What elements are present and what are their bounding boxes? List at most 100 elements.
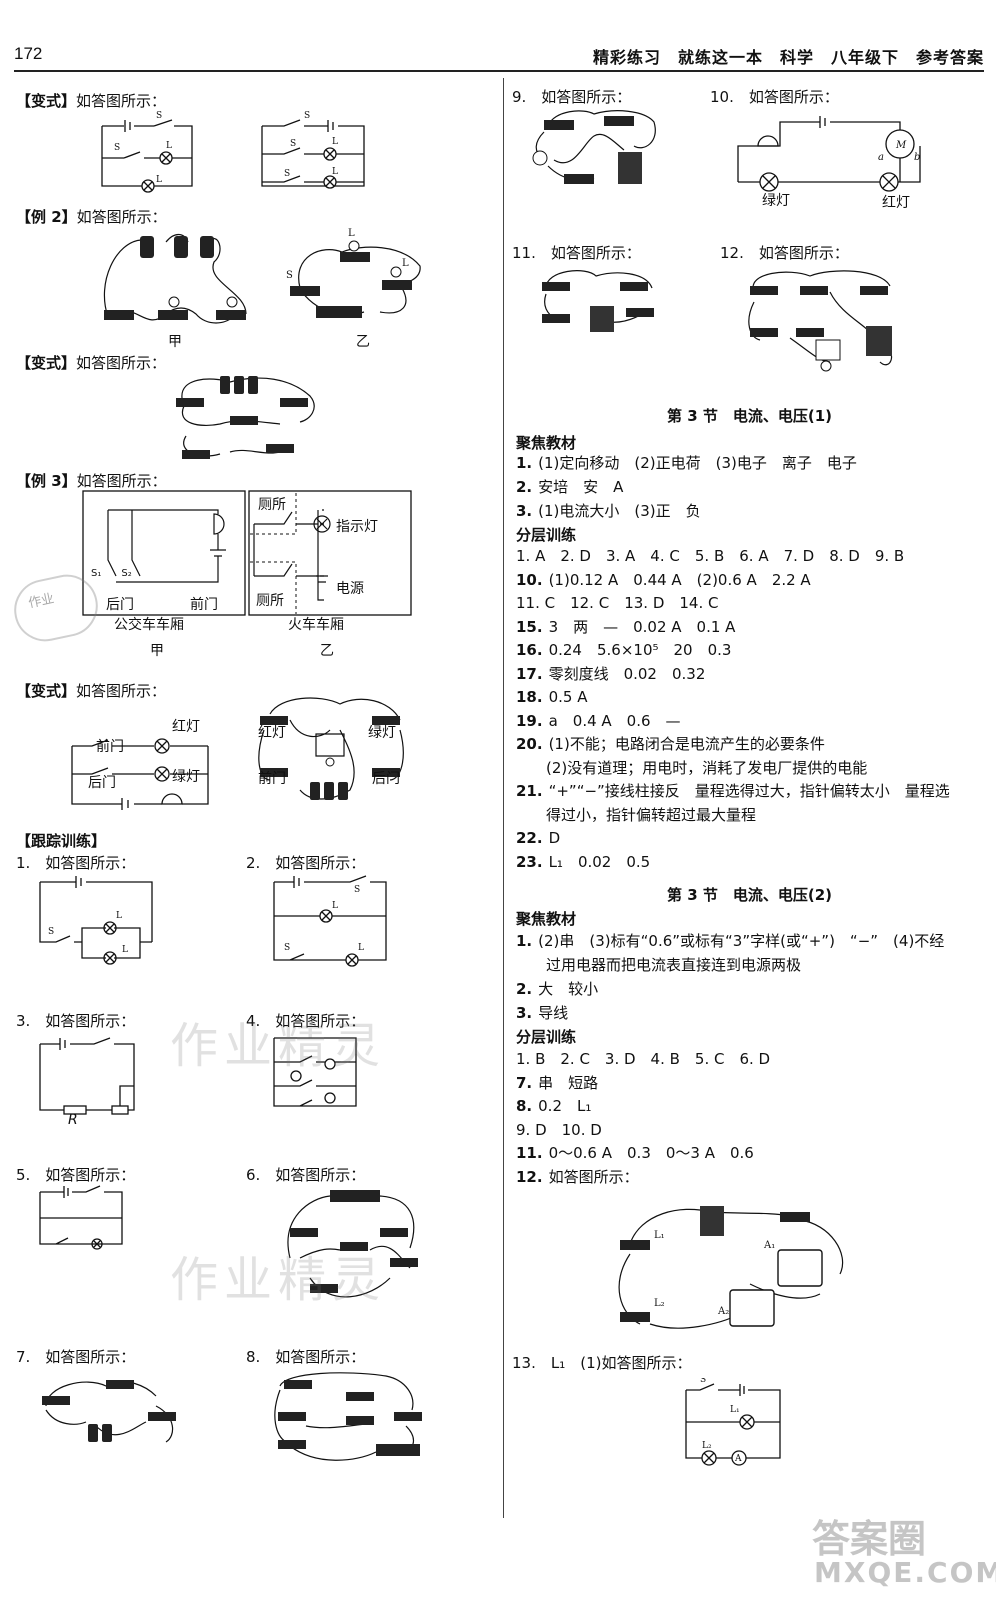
svg-text:L: L xyxy=(332,901,338,911)
answer-text: 过用电器而把电流表直接连到电源两极 xyxy=(516,956,802,974)
svg-text:S: S xyxy=(304,111,310,121)
section-2-layer-title: 分层训练 xyxy=(516,1028,577,1046)
li3-s-labels: S₁ S₂ xyxy=(91,568,132,579)
answer-line: 过用电器而把电流表直接连到电源两极 xyxy=(516,954,801,976)
answer-text: 3 两 — 0.02 A 0.1 A xyxy=(548,617,736,636)
li3-caption-yi: 乙 xyxy=(320,643,334,659)
answer-text: 安培 安 A xyxy=(538,478,624,496)
column-divider xyxy=(503,78,504,1518)
answer-line: 12.如答图所示： xyxy=(516,1166,639,1188)
q9-figure xyxy=(524,102,664,192)
q5-circuit xyxy=(36,1184,126,1254)
section-1-focus-title: 聚焦教材 xyxy=(516,434,577,452)
svg-text:M: M xyxy=(895,140,907,151)
svg-text:S: S xyxy=(114,143,120,153)
answer-line: 15.3 两 — 0.02 A 0.1 A xyxy=(516,616,735,638)
q11-label: 11. 如答图所示： xyxy=(512,244,641,262)
answer-text: a 0.4 A 0.6 — xyxy=(548,711,681,730)
answer-text: 串 短路 xyxy=(538,1073,599,1092)
answer-line: 19.a 0.4 A 0.6 — xyxy=(516,710,681,732)
answer-line: 1.(1)定向移动 (2)正电荷 (3)电子 离子 电子 xyxy=(516,452,857,474)
bianshi-3-label: 【变式】如答图所示： xyxy=(16,682,167,700)
answer-number: 3. xyxy=(516,1004,533,1022)
bianshi-3-hongdeng: 红灯 xyxy=(172,719,200,735)
answer-text: 0.24 5.6×10⁵ 20 0.3 xyxy=(548,641,732,659)
q8-figure xyxy=(266,1366,436,1466)
svg-text:S: S xyxy=(284,169,290,179)
svg-text:S: S xyxy=(286,270,293,281)
answer-text: “+”“−”接线柱接反 量程选得过大，指针偏转太小 量程选 xyxy=(548,782,950,800)
svg-text:S: S xyxy=(156,111,162,121)
svg-text:L: L xyxy=(332,167,338,177)
answer-text: D xyxy=(548,829,561,847)
answer-text: (1)定向移动 (2)正电荷 (3)电子 离子 电子 xyxy=(538,454,857,472)
q7-figure xyxy=(36,1366,186,1462)
answer-number: 21. xyxy=(516,782,543,800)
bianshi-3-qianmen: 前门 xyxy=(96,739,124,755)
answer-line: 1. A 2. D 3. A 4. C 5. B 6. A 7. D 8. D … xyxy=(516,545,904,567)
site-logo-watermark: 答案圈 MXQE.COM xyxy=(812,1517,996,1589)
li3-qianmen: 前门 xyxy=(190,597,218,613)
answer-line: 11. 0～0.6 A 0.3 0～3 A 0.6 xyxy=(516,1142,754,1164)
answer-text: (1)0.12 A 0.44 A (2)0.6 A 2.2 A xyxy=(548,570,811,589)
li2-figure-jia xyxy=(96,222,266,332)
q12-figure xyxy=(740,262,910,378)
bianshi-3-physical xyxy=(250,690,410,810)
li3-cesuo-1: 厕所 xyxy=(258,497,286,513)
answer-text: (1)不能；电路闭合是电流产生的必要条件 xyxy=(548,735,825,753)
svg-text:S: S xyxy=(290,139,296,149)
q13-label: 13. L₁ (1)如答图所示： xyxy=(512,1354,692,1372)
svg-text:S: S xyxy=(284,943,290,953)
answer-line: 7.串 短路 xyxy=(516,1072,598,1094)
q4-label: 4. 如答图所示： xyxy=(246,1012,366,1030)
q6-figure xyxy=(270,1188,430,1308)
svg-text:L: L xyxy=(348,228,355,239)
li3-label: 【例 3】如答图所示： xyxy=(16,472,167,490)
answer-number: 20. xyxy=(516,735,543,753)
bianshi-3-hongdeng-2: 红灯 xyxy=(258,725,286,741)
q10-lvdeng: 绿灯 xyxy=(762,193,790,209)
q11-figure xyxy=(536,262,660,338)
answer-line: 17.零刻度线 0.02 0.32 xyxy=(516,663,705,685)
li3-houmen: 后门 xyxy=(106,597,134,613)
answer-line: 1.(2)串 (3)标有“0.6”或标有“3”字样(或“+”) “−” (4)不… xyxy=(516,930,944,952)
answer-number: 3. xyxy=(516,502,533,520)
li2-caption-yi: 乙 xyxy=(356,334,370,350)
q2-circuit: S L S L xyxy=(270,872,390,972)
bianshi-3-houmen: 后门 xyxy=(88,775,116,791)
svg-text:L: L xyxy=(116,911,122,921)
answer-number: 2. xyxy=(516,980,533,998)
svg-text:L₂: L₂ xyxy=(702,1441,712,1451)
page-header: 172 精彩练习 就练这一本 科学 八年级下 参考答案 xyxy=(0,0,996,72)
li2-caption-jia: 甲 xyxy=(168,334,182,350)
svg-text:S: S xyxy=(354,885,360,895)
answer-text: 大 较小 xyxy=(538,980,599,998)
bianshi-3-qianmen-2: 前门 xyxy=(258,771,286,787)
answer-number: 11. xyxy=(516,1144,543,1162)
answer-line: 得过小，指针偏转超过最大量程 xyxy=(516,804,756,826)
answer-line: 18.0.5 A xyxy=(516,686,587,708)
answer-line: 16.0.24 5.6×10⁵ 20 0.3 xyxy=(516,639,731,661)
header-title: 精彩练习 就练这一本 科学 八年级下 参考答案 xyxy=(592,48,984,67)
bianshi-3-circuit xyxy=(62,710,212,814)
li2-label: 【例 2】如答图所示： xyxy=(16,208,167,226)
bianshi-2-figure xyxy=(170,368,330,464)
answer-number: 22. xyxy=(516,829,543,847)
answer-number: 1. xyxy=(516,932,533,950)
answer-text: L₁ 0.02 0.5 xyxy=(548,852,651,871)
answer-text: 0～0.6 A 0.3 0～3 A 0.6 xyxy=(548,1144,754,1162)
svg-text:A: A xyxy=(734,1454,742,1464)
answer-line: 3.(1)电流大小 (3)正 负 xyxy=(516,500,701,522)
q1-label: 1. 如答图所示： xyxy=(16,854,136,872)
q6-label: 6. 如答图所示： xyxy=(246,1166,366,1184)
bianshi-1-label: 【变式】如答图所示： xyxy=(16,92,167,110)
answer-number: 17. xyxy=(516,664,543,683)
watermark-1: 作业精灵 xyxy=(170,1018,387,1074)
answer-text: 9. D 10. D xyxy=(516,1120,602,1139)
svg-text:L: L xyxy=(358,943,364,953)
svg-text:b: b xyxy=(914,152,920,163)
